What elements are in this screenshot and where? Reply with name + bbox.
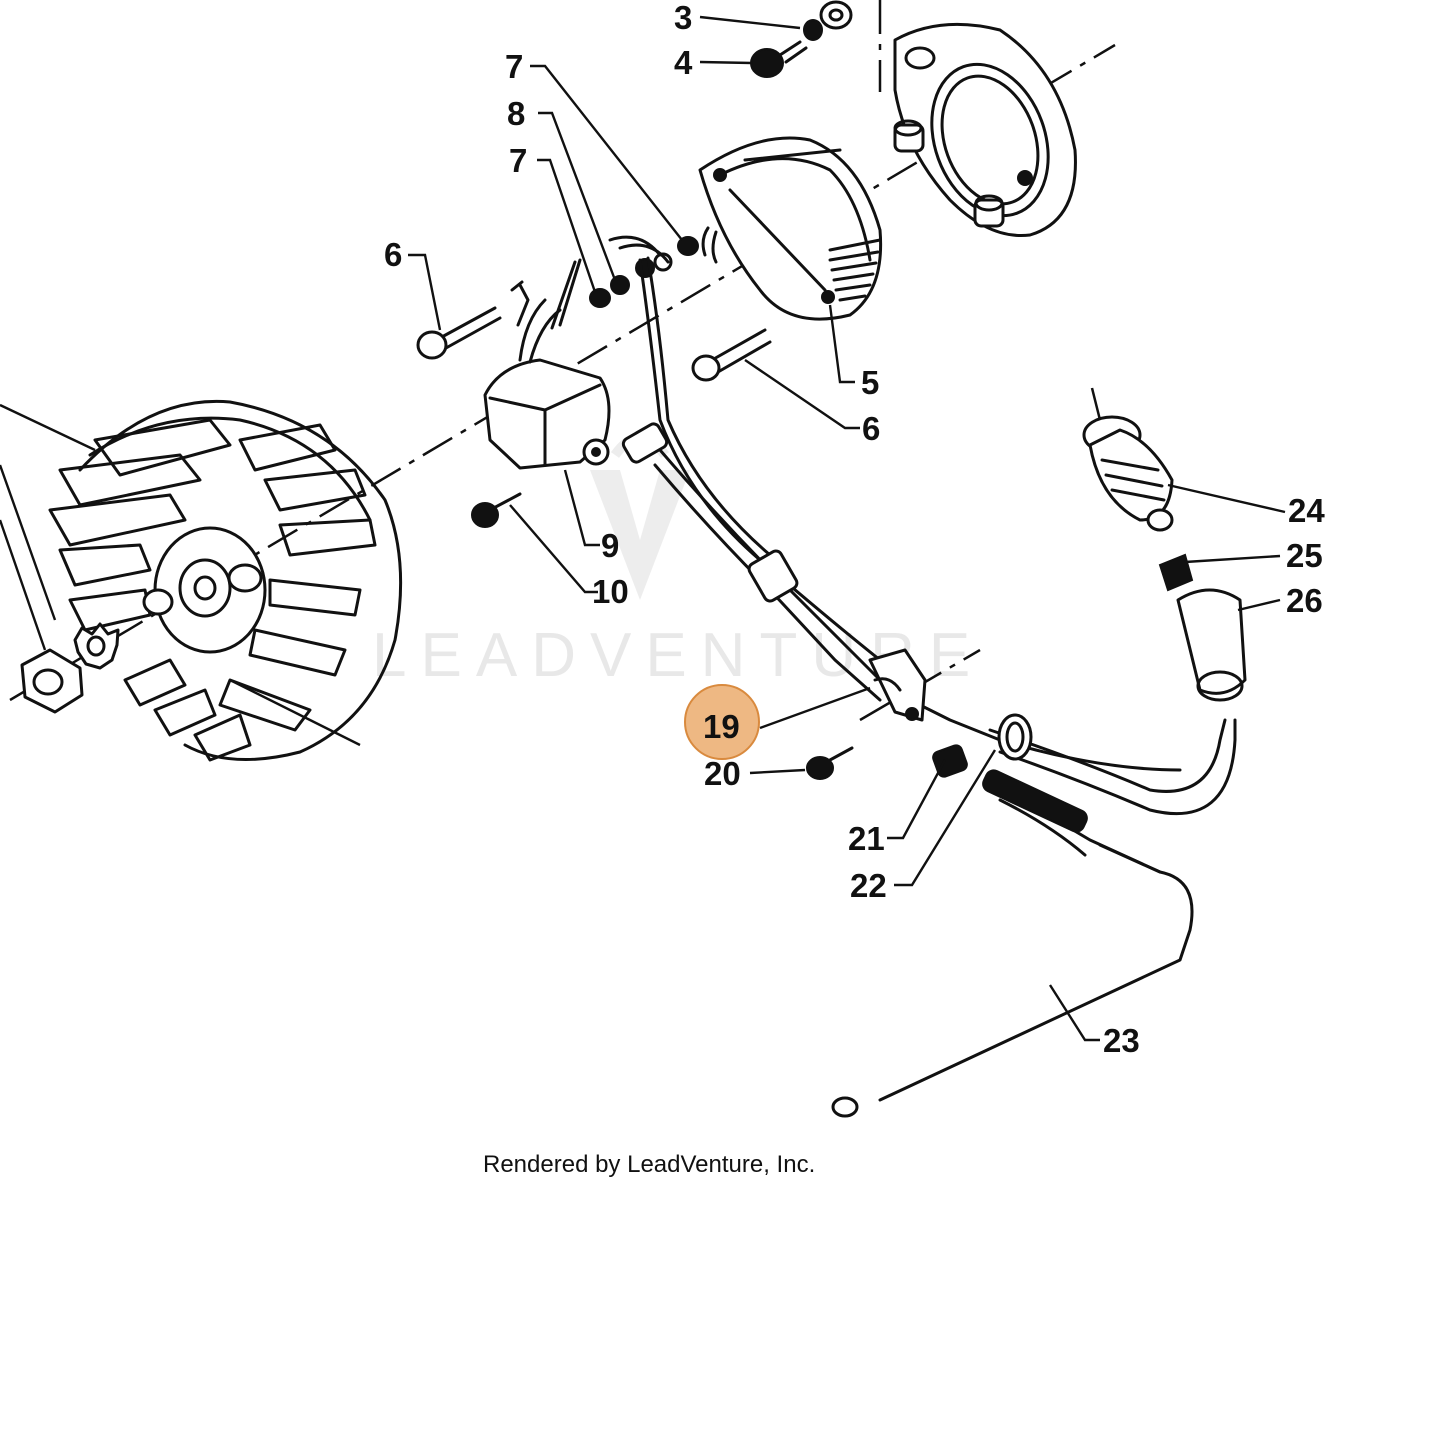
lock-washer — [73, 622, 120, 670]
part-label-25[interactable]: 25 — [1286, 537, 1323, 574]
part-label-24[interactable]: 24 — [1288, 492, 1325, 529]
part-label-23[interactable]: 23 — [1103, 1022, 1140, 1059]
part-label-22[interactable]: 22 — [850, 867, 887, 904]
highlight-marker — [684, 684, 760, 760]
bolt-10 — [471, 492, 522, 528]
bolt-6-left — [416, 306, 502, 360]
part-label-4[interactable]: 4 — [674, 44, 693, 81]
part-label-21[interactable]: 21 — [848, 820, 885, 857]
grommet-19 — [868, 648, 927, 722]
ground-lead-23 — [831, 769, 1194, 1118]
part-label-3[interactable]: 3 — [674, 0, 692, 36]
spring-25 — [1158, 553, 1194, 592]
part-label-8[interactable]: 8 — [507, 95, 525, 132]
washer-3 — [803, 0, 853, 41]
flywheel-nut — [20, 648, 84, 714]
part-label-10[interactable]: 10 — [592, 573, 629, 610]
part-label-19[interactable]: 19 — [703, 708, 740, 745]
part-labels: 3 4 7 8 7 6 5 6 9 10 19 20 21 22 23 24 2… — [384, 0, 1325, 1059]
leader-lines — [408, 15, 1286, 1042]
part-label-26[interactable]: 26 — [1286, 582, 1323, 619]
part-label-5[interactable]: 5 — [861, 364, 879, 401]
bolt-6-right — [691, 328, 772, 382]
stator-plate — [893, 22, 1077, 238]
screw-4 — [750, 40, 808, 78]
resistor-cap-24 — [1082, 415, 1174, 532]
bolt-20 — [806, 746, 854, 780]
watermark-text: LEADVENTURE — [372, 621, 984, 690]
part-label-9[interactable]: 9 — [601, 527, 619, 564]
part-label-7b[interactable]: 7 — [509, 142, 527, 179]
ignition-module — [483, 298, 611, 470]
watermark: LEADVENTURE — [372, 432, 984, 690]
charge-coil — [698, 136, 883, 321]
render-credit: Rendered by LeadVenture, Inc. — [483, 1151, 815, 1178]
flywheel — [0, 399, 403, 762]
spark-plug-lead — [988, 713, 1237, 816]
part-label-6b[interactable]: 6 — [862, 410, 880, 447]
terminal-26 — [1176, 588, 1247, 702]
part-label-20[interactable]: 20 — [704, 755, 741, 792]
part-label-6a[interactable]: 6 — [384, 236, 402, 273]
part-label-7a[interactable]: 7 — [505, 48, 523, 85]
